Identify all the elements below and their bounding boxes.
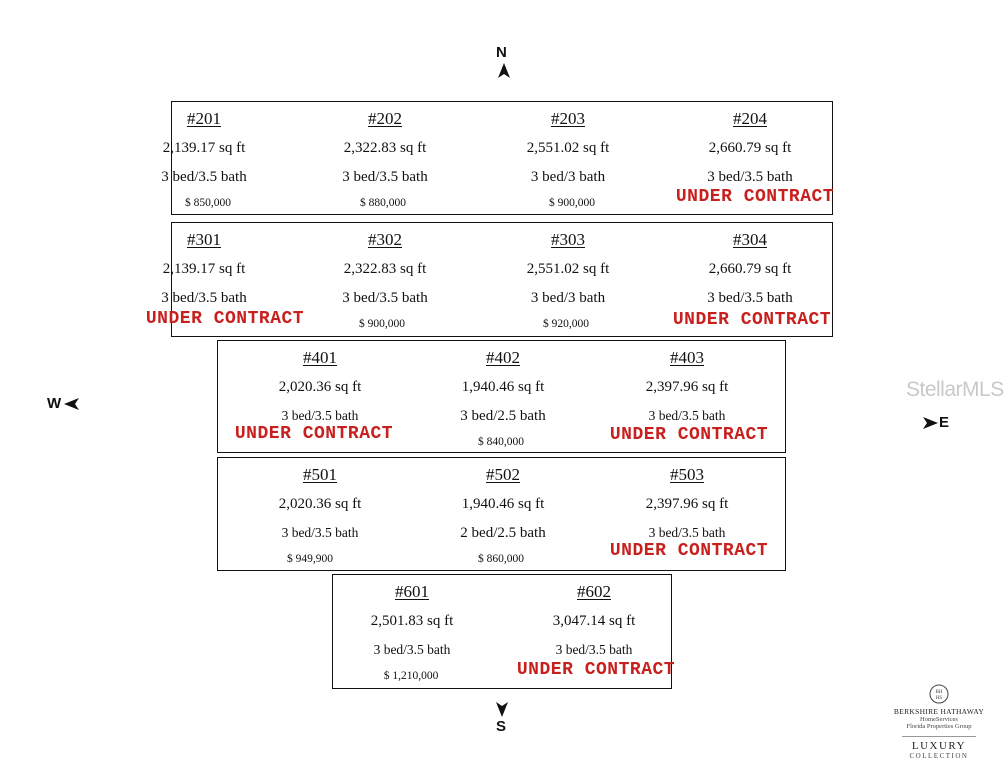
unit-number: #202	[368, 109, 402, 128]
unit-number: #402	[486, 348, 520, 367]
unit-price: $ 900,000	[359, 318, 405, 330]
unit-number: #303	[551, 230, 585, 249]
unit-beds-baths: 3 bed/3.5 bath	[161, 290, 247, 306]
unit-price: $ 850,000	[185, 197, 231, 209]
unit-number: #302	[368, 230, 402, 249]
svg-text:BH: BH	[936, 690, 943, 695]
unit-sqft: 1,940.46 sq ft	[461, 379, 545, 395]
unit-number: #201	[187, 109, 221, 128]
unit-sqft: 2,660.79 sq ft	[708, 261, 792, 277]
unit-status-badge: UNDER CONTRACT	[609, 541, 769, 561]
north-arrow-icon	[498, 63, 510, 78]
unit-sqft: 2,020.36 sq ft	[278, 496, 362, 512]
floor-3-box	[171, 222, 833, 337]
unit-number: #204	[733, 109, 767, 128]
east-arrow-icon	[923, 417, 938, 429]
brand-line4: LUXURY	[911, 740, 967, 752]
unit-price: $ 949,900	[287, 553, 333, 565]
unit-sqft: 2,660.79 sq ft	[708, 140, 792, 156]
unit-sqft: 2,322.83 sq ft	[343, 140, 427, 156]
unit-sqft: 2,551.02 sq ft	[526, 261, 610, 277]
unit-sqft: 2,139.17 sq ft	[162, 140, 246, 156]
unit-status-badge: UNDER CONTRACT	[516, 660, 676, 680]
bh-monogram-icon: BH HS	[929, 684, 949, 704]
unit-beds-baths: 3 bed/3.5 bath	[707, 290, 793, 306]
unit-sqft: 2,397.96 sq ft	[645, 379, 729, 395]
unit-beds-baths: 3 bed/3.5 bath	[648, 408, 726, 423]
unit-number: #602	[577, 582, 611, 601]
unit-sqft: 2,551.02 sq ft	[526, 140, 610, 156]
watermark-text: StellarMLS	[906, 378, 1004, 401]
unit-number: #503	[670, 465, 704, 484]
unit-beds-baths: 3 bed/3.5 bath	[707, 169, 793, 185]
west-arrow-icon	[64, 398, 79, 410]
unit-beds-baths: 3 bed/3.5 bath	[342, 290, 428, 306]
floor-6-box	[332, 574, 672, 689]
brand-line5: COLLECTION	[909, 752, 969, 760]
unit-beds-baths: 3 bed/3.5 bath	[281, 525, 359, 540]
unit-beds-baths: 3 bed/3.5 bath	[342, 169, 428, 185]
brand-line1: BERKSHIRE HATHAWAY	[893, 707, 985, 716]
unit-beds-baths: 3 bed/3.5 bath	[555, 642, 633, 657]
unit-sqft: 2,020.36 sq ft	[278, 379, 362, 395]
unit-beds-baths: 3 bed/3.5 bath	[373, 642, 451, 657]
svg-text:HS: HS	[936, 696, 943, 701]
unit-price: $ 880,000	[360, 197, 406, 209]
compass-east-label: E	[939, 414, 950, 431]
unit-beds-baths: 3 bed/2.5 bath	[460, 408, 546, 424]
unit-beds-baths: 3 bed/3 bath	[530, 169, 606, 185]
unit-sqft: 2,322.83 sq ft	[343, 261, 427, 277]
unit-number: #301	[187, 230, 221, 249]
unit-price: $ 900,000	[549, 197, 595, 209]
unit-sqft: 3,047.14 sq ft	[552, 613, 636, 629]
brand-line3: Florida Properties Group	[906, 723, 972, 730]
unit-beds-baths: 3 bed/3 bath	[530, 290, 606, 306]
unit-status-badge: UNDER CONTRACT	[672, 310, 832, 330]
unit-number: #601	[395, 582, 429, 601]
unit-status-badge: UNDER CONTRACT	[609, 425, 769, 445]
south-arrow-icon	[496, 702, 508, 717]
floor-5-box	[217, 457, 786, 571]
brand-line2: HomeServices	[920, 716, 958, 723]
unit-sqft: 2,397.96 sq ft	[645, 496, 729, 512]
unit-beds-baths: 3 bed/3.5 bath	[161, 169, 247, 185]
unit-number: #403	[670, 348, 704, 367]
compass-south-label: S	[496, 718, 507, 735]
brand-divider	[902, 736, 976, 737]
unit-beds-baths: 3 bed/3.5 bath	[648, 525, 726, 540]
unit-status-badge: UNDER CONTRACT	[234, 424, 394, 444]
unit-number: #304	[733, 230, 767, 249]
unit-number: #203	[551, 109, 585, 128]
compass-north-label: N	[496, 44, 507, 61]
floor-4-box	[217, 340, 786, 453]
unit-price: $ 920,000	[543, 318, 589, 330]
unit-price: $ 860,000	[478, 553, 524, 565]
unit-sqft: 2,139.17 sq ft	[162, 261, 246, 277]
unit-beds-baths: 3 bed/3.5 bath	[281, 408, 359, 423]
brokerage-logo: BH HS BERKSHIRE HATHAWAY HomeServices Fl…	[880, 684, 998, 760]
unit-price: $ 1,210,000	[383, 670, 439, 682]
unit-beds-baths: 2 bed/2.5 bath	[460, 525, 546, 541]
unit-sqft: 2,501.83 sq ft	[370, 613, 454, 629]
unit-number: #501	[303, 465, 337, 484]
unit-status-badge: UNDER CONTRACT	[145, 309, 305, 329]
unit-number: #401	[303, 348, 337, 367]
unit-status-badge: UNDER CONTRACT	[675, 187, 835, 207]
compass-west-label: W	[47, 395, 62, 412]
unit-price: $ 840,000	[478, 436, 524, 448]
floor-2-box	[171, 101, 833, 215]
unit-sqft: 1,940.46 sq ft	[461, 496, 545, 512]
unit-number: #502	[486, 465, 520, 484]
